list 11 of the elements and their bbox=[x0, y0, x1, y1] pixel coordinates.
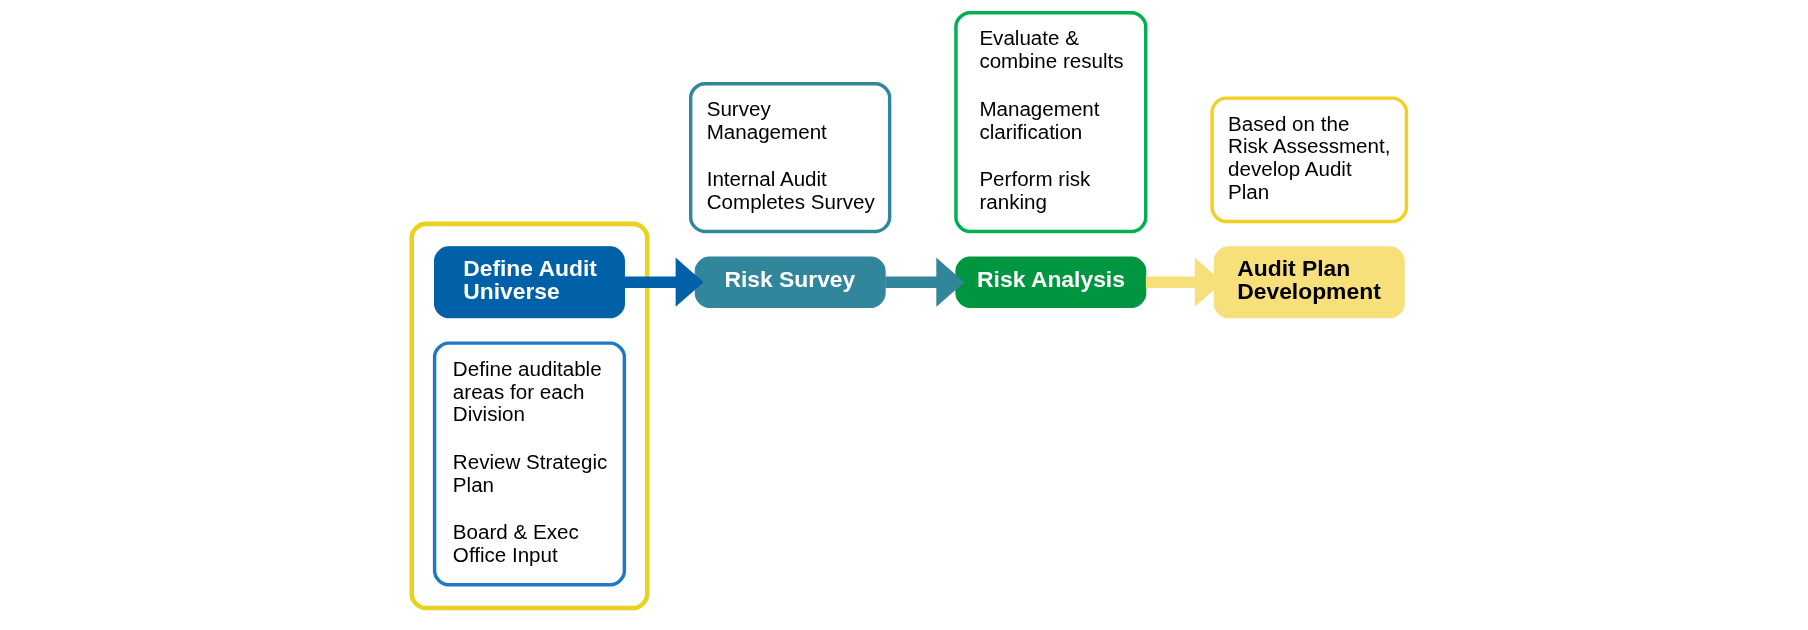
node-box: Risk Survey bbox=[694, 256, 886, 308]
node-box: Based on the Risk Assessment, develop Audit Plan bbox=[1209, 96, 1408, 224]
node-box: Survey Management Internal Audit Completes Survey bbox=[688, 82, 891, 234]
node-box: Evaluate & combine results Management clarification Perform risk ranking bbox=[953, 11, 1147, 234]
node-box: Define auditable areas for each Division Review Strategic Plan Board & Exec Office Input bbox=[432, 341, 626, 587]
node-box: Define Audit Universe bbox=[433, 246, 625, 319]
arrow bbox=[884, 257, 964, 307]
cluster bbox=[408, 221, 650, 611]
arrow bbox=[624, 257, 704, 307]
node-box: Risk Analysis bbox=[954, 256, 1146, 308]
node-box: Audit Plan Development bbox=[1213, 246, 1405, 319]
